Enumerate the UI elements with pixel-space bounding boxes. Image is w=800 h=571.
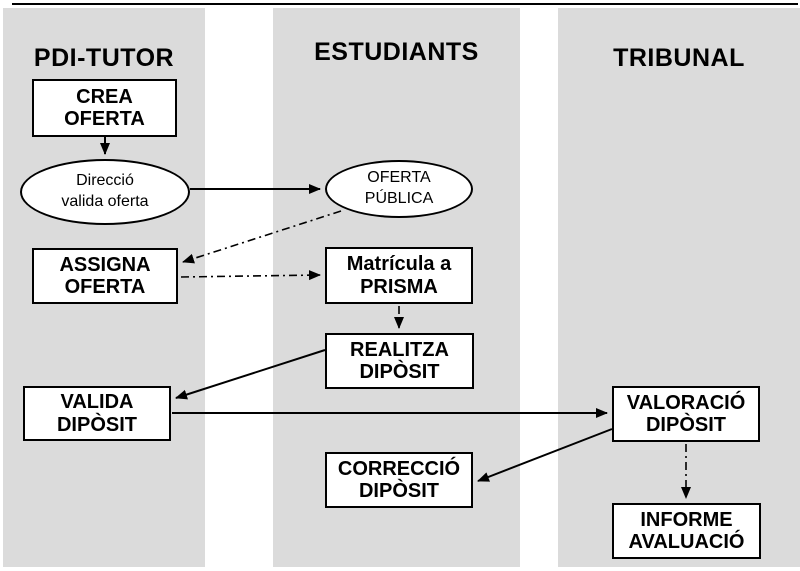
lane-title-pdi-tutor: PDI-TUTOR [33,44,175,72]
node-valida-diposit: VALIDA DIPÒSIT [23,386,171,441]
node-valoracio-diposit: VALORACIÓ DIPÒSIT [612,386,760,442]
node-correccio-diposit: CORRECCIÓ DIPÒSIT [325,452,473,508]
lane-title-estudiants: ESTUDIANTS [314,38,479,66]
node-matricula-prisma: Matrícula a PRISMA [325,247,473,304]
node-oferta-publica-label: OFERTA PÚBLICA [364,169,434,207]
node-matricula-prisma-label: Matrícula a PRISMA [346,253,452,298]
node-informe-avaluacio: INFORME AVALUACIÓ [612,503,761,559]
node-realitza-diposit: REALITZA DIPÒSIT [325,333,474,389]
node-oferta-publica: OFERTA PÚBLICA [325,160,473,218]
top-rule [12,3,798,5]
lane-tribunal: TRIBUNAL [558,8,800,567]
node-assigna-oferta: ASSIGNA OFERTA [32,248,178,304]
node-valoracio-diposit-label: VALORACIÓ DIPÒSIT [626,391,746,436]
node-direccio-valida-oferta-label: Direcció valida oferta [61,172,149,210]
lane-title-tribunal: TRIBUNAL [613,44,745,72]
node-crea-oferta: CREA OFERTA [32,79,177,137]
node-informe-avaluacio-label: INFORME AVALUACIÓ [628,508,745,553]
node-crea-oferta-label: CREA OFERTA [64,85,145,130]
node-assigna-oferta-label: ASSIGNA OFERTA [59,253,151,298]
node-realitza-diposit-label: REALITZA DIPÒSIT [350,338,449,383]
node-correccio-diposit-label: CORRECCIÓ DIPÒSIT [337,457,461,502]
node-valida-diposit-label: VALIDA DIPÒSIT [56,391,137,436]
node-direccio-valida-oferta: Direcció valida oferta [20,159,190,225]
